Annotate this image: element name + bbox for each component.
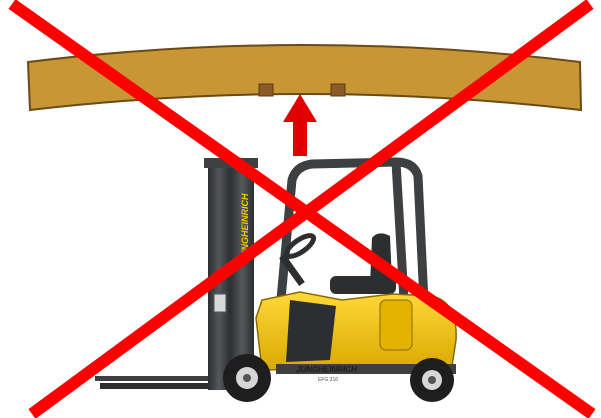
front-wheel bbox=[223, 354, 271, 402]
model-badge: EFG 316 bbox=[318, 377, 338, 383]
rear-wheel bbox=[410, 358, 454, 402]
support-block-right bbox=[331, 84, 345, 96]
support-block-left bbox=[259, 84, 273, 96]
up-arrow-icon bbox=[283, 94, 317, 156]
body-brand-label: JUNGHEINRICH bbox=[296, 365, 357, 374]
